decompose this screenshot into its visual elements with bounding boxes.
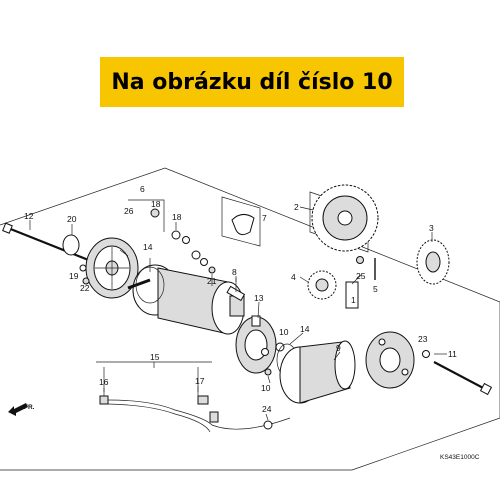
- part-label-17: 17: [195, 376, 205, 386]
- seal-22: [82, 277, 90, 285]
- motor-yoke: [279, 340, 356, 404]
- washer-23: [422, 350, 430, 358]
- part-label-8: 8: [232, 267, 237, 277]
- long-bolt-11: [433, 361, 493, 396]
- part-label-4: 4: [291, 272, 296, 282]
- part-label-12: 12: [24, 211, 34, 221]
- wire-harness: [99, 395, 291, 433]
- part-label-1: 1: [351, 295, 356, 305]
- clamp-7: [231, 214, 255, 236]
- sprocket-3: [416, 239, 450, 285]
- drawing-code: KS43E1000C: [440, 454, 480, 461]
- part-label-18: 18: [172, 212, 182, 222]
- nut-24: [263, 420, 273, 430]
- part-label-11: 11: [448, 349, 457, 359]
- part-label-10-upper: 10: [279, 327, 289, 337]
- o-ring-20: [62, 234, 80, 256]
- part-label-3: 3: [429, 223, 434, 233]
- long-bolt-12: [2, 222, 97, 265]
- shaft-1: [345, 281, 359, 309]
- part-label-13: 13: [254, 293, 264, 303]
- part-label-5: 5: [373, 284, 378, 294]
- big-sprocket-2: [311, 184, 379, 252]
- gear-4: [307, 270, 337, 300]
- part-label-14-rear: 14: [300, 324, 310, 334]
- armature: [127, 264, 245, 335]
- part-label-10-lower: 10: [261, 383, 271, 393]
- frame-outline: [0, 167, 500, 471]
- part-label-16: 16: [99, 377, 109, 387]
- part-label-14-front: 14: [143, 242, 153, 252]
- part-label-21: 21: [207, 276, 217, 286]
- part-label-20: 20: [67, 214, 77, 224]
- part-label-15: 15: [150, 352, 160, 362]
- brush-10-lower: [261, 348, 269, 356]
- part-label-26: 26: [124, 206, 134, 216]
- part-label-25: 25: [356, 271, 366, 281]
- part-label-6: 6: [140, 184, 145, 194]
- terminal-8: [226, 278, 246, 302]
- washer-19: [79, 264, 87, 272]
- brush-10-upper: [275, 342, 285, 352]
- front-direction-arrow: [8, 403, 28, 416]
- frame-bolt-group: [128, 199, 165, 232]
- part-label-18-top: 18: [151, 199, 161, 209]
- banner-text: Na obrázku díl číslo 10: [111, 69, 393, 95]
- part-label-9: 9: [336, 343, 341, 353]
- part-label-7: 7: [262, 213, 267, 223]
- brush-holder: [235, 315, 277, 374]
- rear-cover: [365, 331, 415, 389]
- direction-label: FR.: [24, 404, 35, 411]
- part-label-24: 24: [262, 404, 272, 414]
- frame-clamp-box: [221, 196, 261, 247]
- part-label-2: 2: [294, 202, 299, 212]
- washer-stack: [150, 208, 216, 274]
- part-label-23: 23: [418, 334, 428, 344]
- part-label-19: 19: [69, 271, 79, 281]
- nut-25: [356, 256, 364, 264]
- front-cover: [85, 237, 139, 299]
- title-banner: Na obrázku díl číslo 10: [100, 57, 404, 107]
- part-label-22: 22: [80, 283, 90, 293]
- brush-21: [264, 368, 272, 376]
